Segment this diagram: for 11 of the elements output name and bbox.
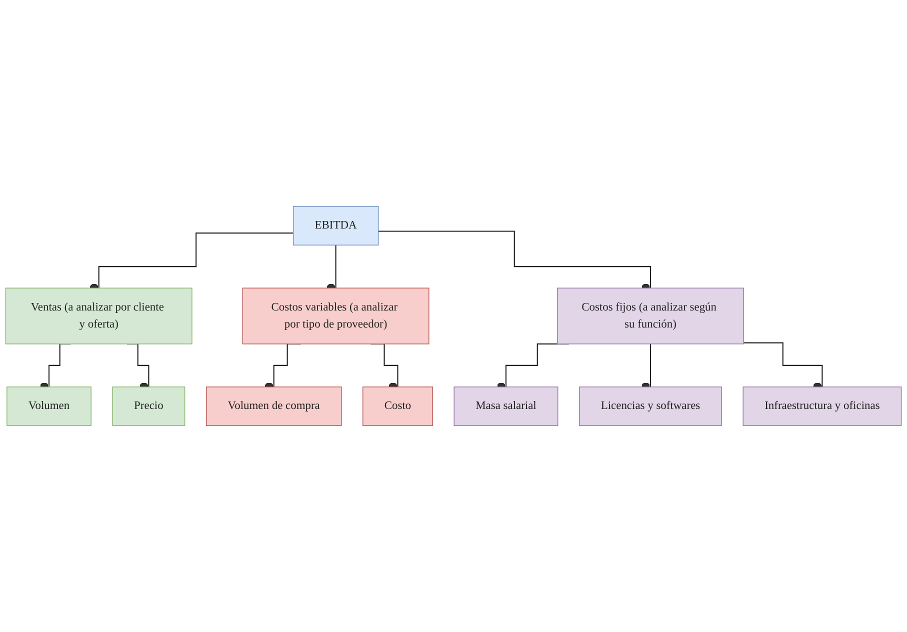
node-box: Ventas (a analizar por cliente y oferta) (5, 288, 192, 344)
node-box: Costo (362, 386, 433, 426)
node-box: Volumen (6, 386, 92, 426)
node-box: Costos variables (a analizar por tipo de proveedor) (242, 288, 430, 344)
node-box: Infraestructura y oficinas (742, 386, 902, 426)
node-box: Volumen de compra (206, 386, 342, 426)
node-box: Licencias y softwares (578, 386, 722, 426)
node-box: Masa salarial (454, 386, 558, 426)
node-box: Precio (112, 386, 186, 426)
node-box: Costos fijos (a analizar según su función) (557, 288, 744, 344)
node-box: EBITDA (292, 206, 379, 246)
